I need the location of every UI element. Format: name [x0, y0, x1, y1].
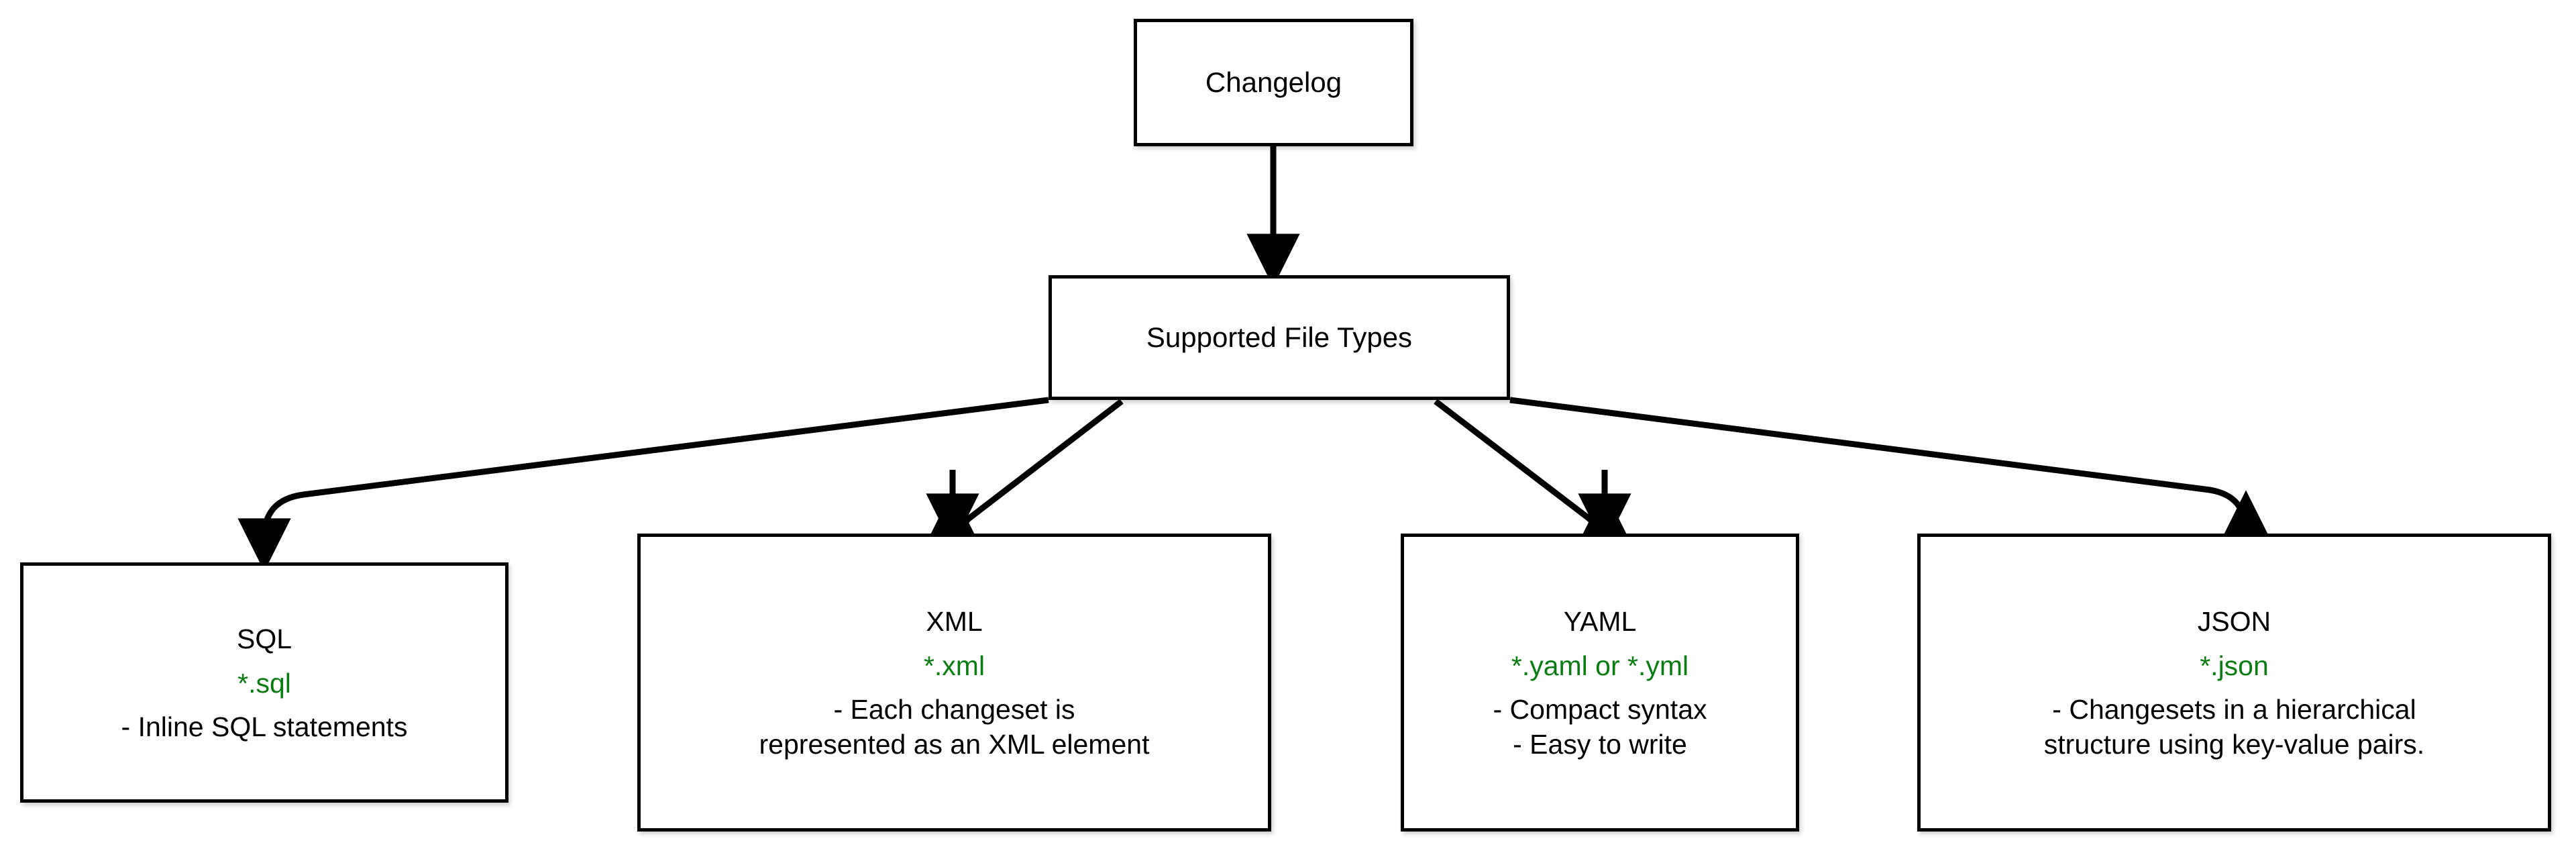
node-json-title: JSON: [2197, 606, 2271, 637]
edge-supported-to-xml-visible: [949, 399, 1124, 555]
node-json-extension: *.json: [2200, 650, 2269, 681]
node-xml[interactable]: XML *.xml - Each changeset is represente…: [637, 534, 1271, 832]
edge-supported-to-yaml: [1434, 399, 1608, 555]
node-xml-description-line-2: represented as an XML element: [759, 729, 1150, 760]
edge-supported-to-json: [1509, 397, 2273, 544]
node-changelog-label: Changelog: [1205, 66, 1342, 98]
node-xml-extension: *.xml: [923, 650, 985, 681]
node-sql-title: SQL: [236, 623, 292, 654]
node-json-description-line-1: - Changesets in a hierarchical: [2052, 694, 2416, 725]
node-yaml-description-line-2: - Easy to write: [1513, 729, 1687, 760]
node-supported-file-types[interactable]: Supported File Types: [1049, 275, 1510, 400]
edge-supported-to-sql: [237, 397, 1049, 572]
edge-supported-to-xml-line: [955, 401, 1122, 556]
node-sql[interactable]: SQL *.sql - Inline SQL statements: [20, 562, 508, 803]
node-xml-description-line-1: - Each changeset is: [833, 694, 1075, 725]
node-supported-file-types-label: Supported File Types: [1146, 321, 1413, 353]
node-yaml[interactable]: YAML *.yaml or *.yml - Compact syntax - …: [1401, 534, 1799, 832]
node-yaml-title: YAML: [1563, 606, 1637, 637]
node-json-description-line-2: structure using key-value pairs.: [2043, 729, 2425, 760]
node-json[interactable]: JSON *.json - Changesets in a hierarchic…: [1917, 534, 2551, 832]
node-changelog[interactable]: Changelog: [1134, 19, 1413, 146]
node-yaml-extension: *.yaml or *.yml: [1511, 650, 1689, 681]
node-yaml-description-line-1: - Compact syntax: [1493, 694, 1707, 725]
node-sql-extension: *.sql: [237, 668, 291, 699]
node-sql-description: - Inline SQL statements: [121, 711, 408, 742]
node-xml-title: XML: [926, 606, 983, 637]
